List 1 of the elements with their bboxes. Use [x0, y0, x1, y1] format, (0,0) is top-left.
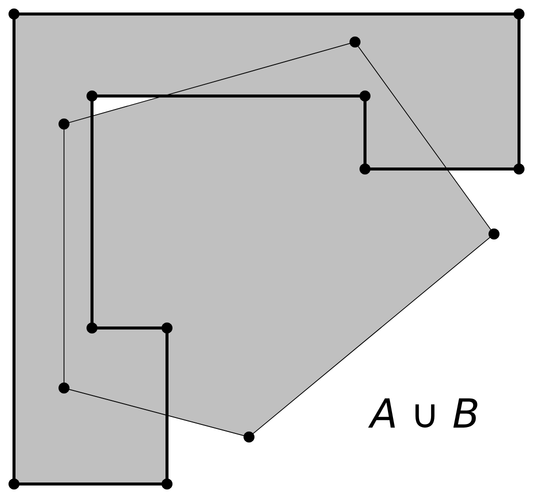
set-label: A ∪ B — [368, 398, 478, 428]
